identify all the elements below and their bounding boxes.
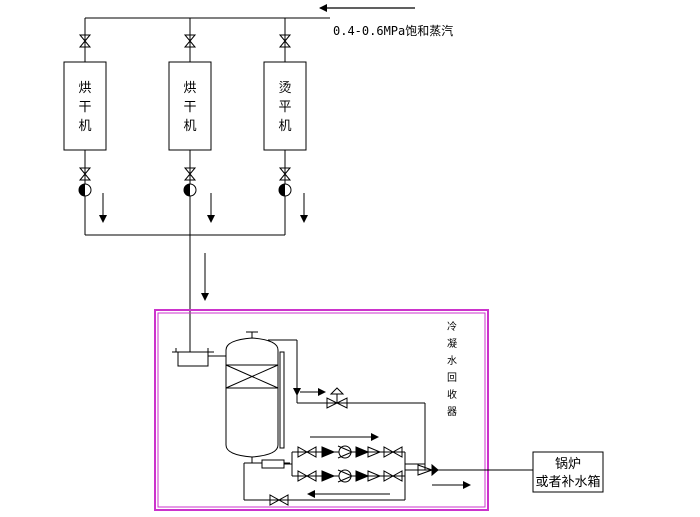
tank-outlet	[244, 457, 292, 469]
machine-ironer: 烫 平 机	[263, 61, 307, 151]
svg-text:凝: 凝	[447, 338, 457, 350]
inlet-separator	[172, 348, 226, 367]
pump-icon	[338, 469, 352, 483]
svg-text:收: 收	[447, 388, 457, 401]
machine-dryer-1: 烘 干 机	[63, 61, 107, 151]
svg-text:冷: 冷	[447, 320, 457, 333]
svg-text:回: 回	[447, 372, 457, 384]
steam-label: 0.4-0.6MPa饱和蒸汽	[333, 23, 453, 38]
boiler-label-line1: 锅炉	[555, 456, 581, 472]
machine-label-char: 平	[278, 100, 291, 115]
pump-line-lower	[292, 469, 405, 483]
outlet-valve-icon	[78, 167, 92, 181]
machine-label-char: 烫	[278, 81, 291, 96]
steam-valve-1	[78, 34, 92, 48]
svg-text:器: 器	[447, 406, 457, 418]
outlet-leg-2	[183, 150, 197, 348]
steam-header	[84, 17, 330, 62]
pump-line-upper	[292, 445, 405, 459]
outlet-valve-icon	[278, 167, 292, 181]
flow-arrows-down	[99, 193, 308, 301]
outlet-leg-3	[278, 150, 292, 235]
outlet-valve-icon	[183, 167, 197, 181]
steam-valve-2	[183, 34, 197, 48]
bypass-line	[243, 463, 406, 506]
machine-label-char: 机	[78, 119, 91, 134]
machine-label-char: 烘	[183, 81, 196, 96]
machine-label-char: 机	[278, 119, 291, 134]
recovery-unit-frame	[154, 309, 489, 511]
recovery-unit-label: 冷 凝 水 回 收 器	[447, 320, 457, 418]
pressure-valve	[297, 387, 426, 470]
machine-label-char: 干	[78, 100, 91, 115]
outlet-line	[405, 463, 533, 489]
level-gauge	[279, 351, 285, 449]
pump-icon	[338, 445, 352, 459]
steam-valve-3	[278, 34, 292, 48]
machine-label-char: 干	[183, 100, 196, 115]
recovery-tank	[225, 331, 285, 458]
machine-dryer-2: 烘 干 机	[168, 61, 212, 151]
boiler-box: 锅炉 或者补水箱	[532, 451, 604, 493]
machine-label-char: 机	[183, 119, 196, 134]
outlet-leg-1	[78, 150, 92, 235]
svg-text:水: 水	[447, 355, 457, 367]
vent-line	[268, 339, 301, 403]
machine-label-char: 烘	[78, 81, 91, 96]
boiler-label-line2: 或者补水箱	[535, 474, 600, 490]
